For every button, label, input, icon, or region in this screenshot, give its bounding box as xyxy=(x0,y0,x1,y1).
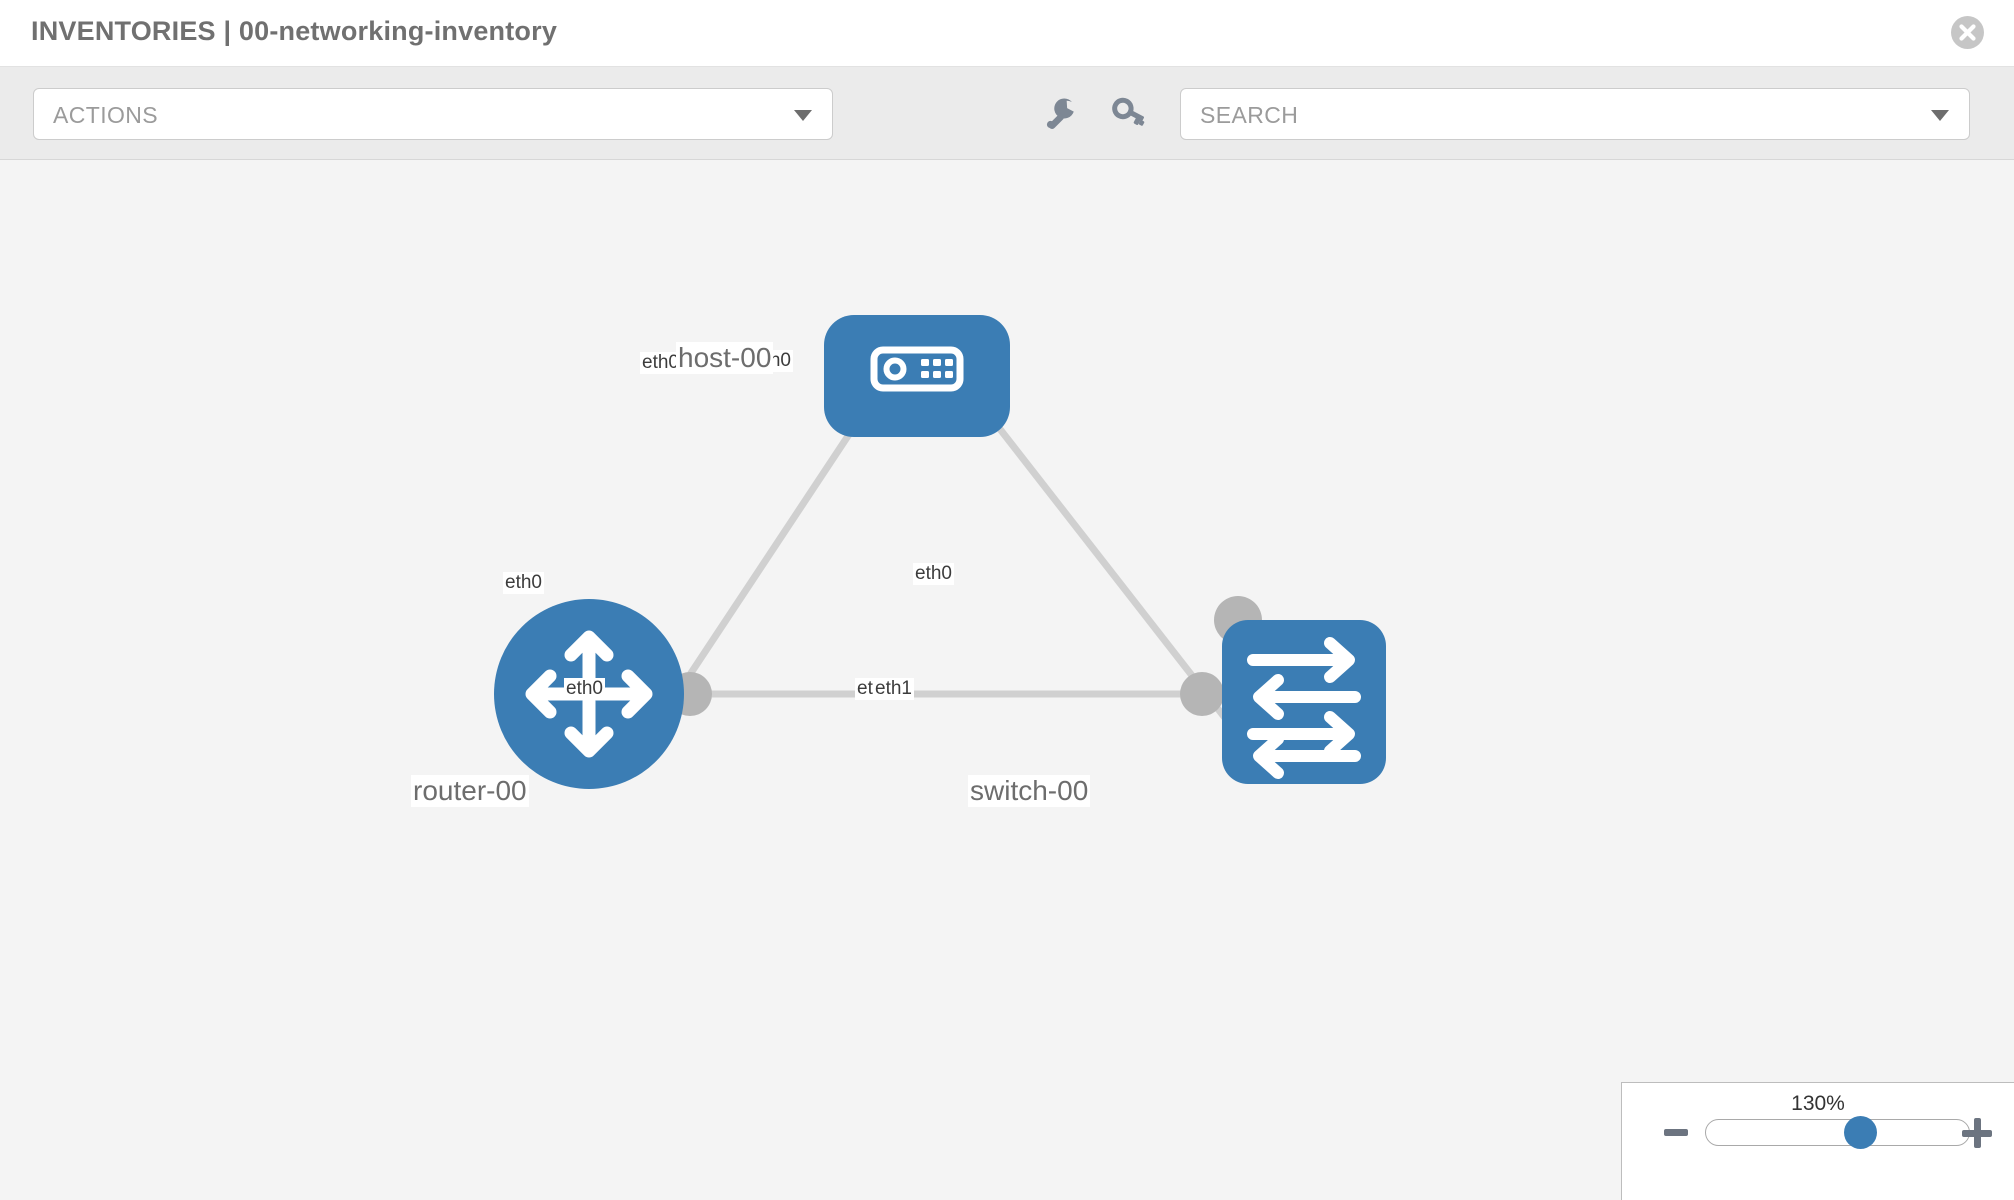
wrench-icon[interactable] xyxy=(1040,93,1082,135)
node-label-switch-00[interactable]: switch-00 xyxy=(968,775,1091,807)
node-host-00 xyxy=(824,315,1010,437)
node-switch-00 xyxy=(1222,620,1386,784)
search-placeholder: SEARCH xyxy=(1200,102,1299,128)
topology-graph xyxy=(494,315,1386,789)
zoom-in-button[interactable] xyxy=(1962,1118,1992,1148)
zoom-out-button[interactable] xyxy=(1664,1129,1688,1136)
zoom-slider-track[interactable] xyxy=(1705,1116,1970,1149)
iface-label-host-left[interactable]: eth0 xyxy=(640,352,681,374)
iface-label-router-up[interactable]: eth0 xyxy=(503,572,544,594)
iface-label-switch-up[interactable]: eth0 xyxy=(913,563,954,585)
chevron-down-icon xyxy=(794,110,812,121)
iface-label-router-right[interactable]: eth0 xyxy=(564,678,605,700)
close-icon[interactable] xyxy=(1951,16,1984,49)
topology-toolbar: ACTIONS SEARCH xyxy=(0,67,2014,160)
port-switch-left xyxy=(1180,672,1224,716)
actions-dropdown[interactable]: ACTIONS xyxy=(33,88,833,140)
topology-canvas[interactable]: eth0 eth0 eth0 eth0 eth0 eth0 eth1 host-… xyxy=(0,160,2014,1200)
zoom-level-value: 130% xyxy=(1791,1092,1845,1115)
node-label-host-00[interactable]: host-00 xyxy=(676,342,774,374)
actions-dropdown-label: ACTIONS xyxy=(53,102,159,128)
search-input[interactable]: SEARCH xyxy=(1180,88,1970,140)
page-header: INVENTORIES | 00-networking-inventory xyxy=(0,0,2014,67)
zoom-control-panel: 130% xyxy=(1621,1082,2014,1200)
zoom-slider-handle[interactable] xyxy=(1844,1116,1877,1149)
node-label-router-00[interactable]: router-00 xyxy=(411,775,529,807)
page-title: INVENTORIES | 00-networking-inventory xyxy=(31,16,558,46)
chevron-down-icon xyxy=(1931,110,1949,121)
iface-label-switch-left[interactable]: eth1 xyxy=(873,678,914,700)
key-icon[interactable] xyxy=(1108,93,1150,135)
